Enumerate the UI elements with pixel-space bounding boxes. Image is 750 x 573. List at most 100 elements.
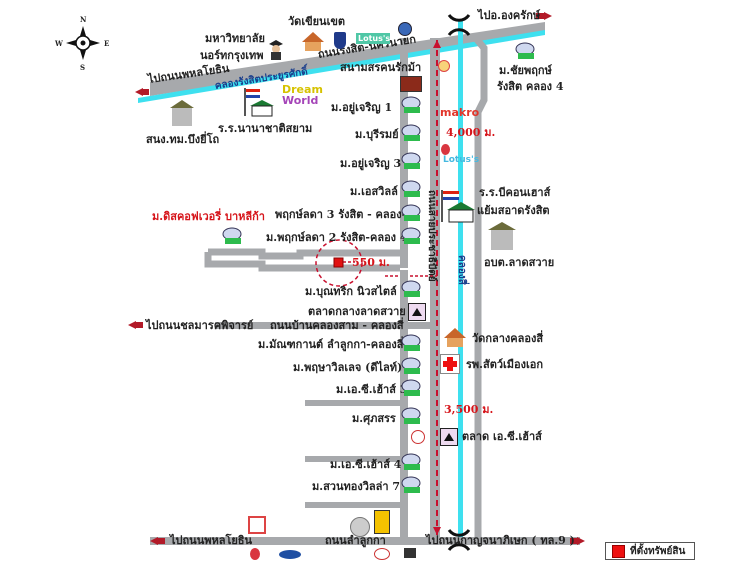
distance-550: 550 ม. xyxy=(352,256,390,269)
village-icon xyxy=(401,453,421,471)
race-course-icon xyxy=(400,76,422,92)
government-building-icon xyxy=(170,100,194,126)
arrow-right-top xyxy=(544,12,552,20)
village-icon xyxy=(401,227,421,245)
ford-logo-icon xyxy=(279,550,301,559)
legend-label: ที่ตั้งทรัพย์สิน xyxy=(630,545,686,557)
distance-3500: 3,500 ม. xyxy=(444,403,494,416)
temple-icon-2 xyxy=(442,326,468,348)
toyota-logo-icon xyxy=(374,548,390,560)
graduate-icon xyxy=(268,40,284,60)
obt-building-icon xyxy=(488,222,516,250)
intersection-icon-bottom xyxy=(447,529,471,551)
village-icon xyxy=(401,407,421,425)
compass-rose-icon xyxy=(66,26,100,60)
school-becon-icon xyxy=(441,190,475,223)
globe-logo-icon xyxy=(398,22,412,36)
landmark-school-becon-2: แย้มสอาดรังสิต xyxy=(477,204,550,217)
arrow-left-mid xyxy=(128,321,136,329)
village-icon xyxy=(401,476,421,494)
landmark-animal-hospital: รพ.สัตว์เมืองเอก xyxy=(466,358,544,371)
arrow-left-top xyxy=(135,88,143,96)
village-icon xyxy=(222,227,242,245)
village-icon xyxy=(401,152,421,170)
shield-logo-icon xyxy=(334,32,346,49)
compass: N S W E xyxy=(55,15,110,72)
village-icon xyxy=(401,379,421,397)
nissan-logo-icon xyxy=(350,517,370,537)
village-icon xyxy=(401,124,421,142)
market-icon xyxy=(408,303,426,321)
road-label-phahon-bottom: ไปถนนพหลโยธิน xyxy=(170,534,253,547)
landmark-market-ladsawai: ตลาดกลางลาดสวาย xyxy=(308,305,406,318)
road-left-upper xyxy=(400,38,408,268)
village-label: ม.บุรีรมย์ xyxy=(355,128,399,141)
compass-n: N xyxy=(80,15,87,24)
road-label-chonlamark: ไปถนนชลมารคพิจารย์ xyxy=(146,319,254,332)
canal-rangsit xyxy=(138,30,545,103)
village-label: ม.พฤษาวิลเลจ (ดีไลท์) xyxy=(293,361,403,374)
village-icon xyxy=(515,42,535,60)
village-label: ม.เอสวิลล์ xyxy=(350,185,398,198)
tesco-logo-icon xyxy=(248,516,266,534)
temple-icon xyxy=(300,30,326,52)
road-rangsit-nakhon-nayok xyxy=(150,22,545,96)
landmark-university-1: มหาวิทยาลัย xyxy=(205,32,265,45)
landmark-obt: อบต.ลาดสวาย xyxy=(484,256,555,269)
road-label-ongkharak: ไปอ.องครักษ์ xyxy=(478,9,541,22)
canal-label-klong4: คลองสี่ xyxy=(456,255,467,285)
property-marker[interactable] xyxy=(333,257,344,268)
village-icon xyxy=(401,204,421,222)
compass-w: W xyxy=(55,39,63,48)
landmark-chaiyapruk-1: ม.ชัยพฤกษ์ xyxy=(499,64,552,77)
compass-e: E xyxy=(104,39,110,48)
landmark-bueng-yitho: สนง.ทม.บึงยี่โถ xyxy=(146,133,220,146)
hospital-icon xyxy=(440,354,460,374)
landmark-market-ec: ตลาด เอ.ซี.เฮ้าส์ xyxy=(462,430,542,443)
road-soi-property xyxy=(208,248,400,260)
village-label: ม.พฤกษ์ลดา 2 รังสิต-คลอง 4 xyxy=(266,231,408,244)
compass-s: S xyxy=(80,63,86,72)
road-label-lamlukka: ถนนลำลูกกา xyxy=(325,534,386,547)
village-icon xyxy=(401,180,421,198)
lotus-logo: Lotus's xyxy=(356,33,391,44)
road-mid xyxy=(215,322,430,329)
village-icon xyxy=(401,280,421,298)
village-icon xyxy=(401,357,421,375)
legend: ที่ตั้งทรัพย์สิน xyxy=(605,542,695,560)
road-right xyxy=(471,33,488,540)
landmark-wat-klang: วัดกลางคลองสี่ xyxy=(472,332,544,345)
village-label: ม.อยู่เจริญ 3 xyxy=(340,157,402,170)
village-label-discovery: ม.ดิสคอฟเวอรี่ บาหลีก้า xyxy=(152,210,265,223)
lotus-logo-2: Lotus's xyxy=(443,155,480,165)
landmark-chaiyapruk-2: รังสิต คลอง 4 xyxy=(497,80,564,93)
village-label: พฤกษ์ลดา 3 รังสิต - คลอง4 xyxy=(275,208,410,221)
gas-station-icon xyxy=(438,60,450,72)
road-label-ban-klong: ถนนบ้านคลองสาม - คลองสี่ xyxy=(270,319,404,332)
landmark-school-becon-1: ร.ร.บีคอนเฮาส์ xyxy=(479,186,551,199)
village-label: ม.อยู่เจริญ 1 xyxy=(331,101,393,114)
village-label: ม.ศุภสรร xyxy=(352,412,396,425)
property-circle xyxy=(315,239,363,287)
village-icon xyxy=(401,96,421,114)
landmark-school-nanachat: ร.ร.นานาชาติสยาม xyxy=(218,122,313,135)
market-icon-2 xyxy=(440,428,458,446)
shop-logo-icon xyxy=(374,510,390,534)
landmark-university-2: นอร์ทกรุงเทพ xyxy=(200,49,264,62)
intersection-icon xyxy=(447,14,471,36)
landmark-wat-khian: วัดเขียนเขต xyxy=(288,15,345,28)
dreamworld-logo: Dream World xyxy=(282,83,323,107)
school-flag-icon xyxy=(244,88,274,117)
ptt-logo-icon xyxy=(250,548,260,560)
village-label: ม.บุณทริก นิวสไตล์ xyxy=(305,285,397,298)
village-label: ม.สวนทองวิลล่า 7 xyxy=(312,480,401,493)
arrow-left-bottom xyxy=(150,537,158,545)
arrow-right-bottom xyxy=(577,537,585,545)
makro-logo: makro xyxy=(440,106,480,119)
distance-4000: 4,000 ม. xyxy=(446,126,496,139)
village-icon xyxy=(401,334,421,352)
canal-klong4 xyxy=(458,20,463,545)
road-bottom xyxy=(150,537,580,545)
landmark-race-course: สนามสรคนรักม้า xyxy=(340,61,422,74)
